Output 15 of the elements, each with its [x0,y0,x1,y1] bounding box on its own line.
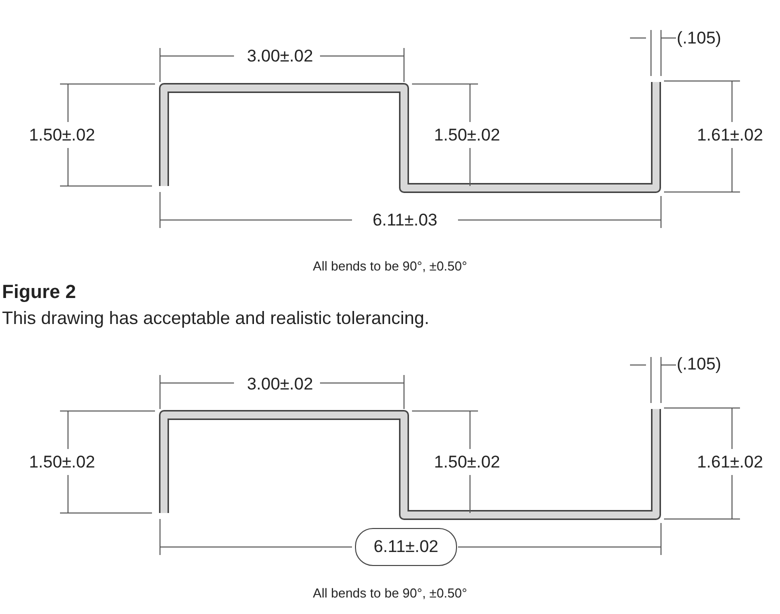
dimension-label: 1.50±.02 [28,454,96,470]
dimension-label: 3.00±.02 [246,376,314,392]
dimension-label: (.105) [676,30,722,46]
caption-text: This drawing has acceptable and realistic tolerancing. [2,308,430,329]
dimension-label: 6.11±.03 [372,212,438,228]
dimension-label: 1.50±.02 [28,126,96,144]
note-text: All bends to be 90°, ±0.50° [312,586,468,600]
note-text: All bends to be 90°, ±0.50° [312,260,468,272]
figure-title: Figure 2 [2,282,76,304]
dimension-label: 3.00±.02 [246,48,314,64]
dimension-label: 1.61±.02 [696,454,764,470]
dimension-label: 1.50±.02 [434,126,500,144]
dimension-label: (.105) [676,356,722,372]
dimension-label: 1.61±.02 [696,126,764,144]
dimension-label: 1.50±.02 [434,454,500,470]
